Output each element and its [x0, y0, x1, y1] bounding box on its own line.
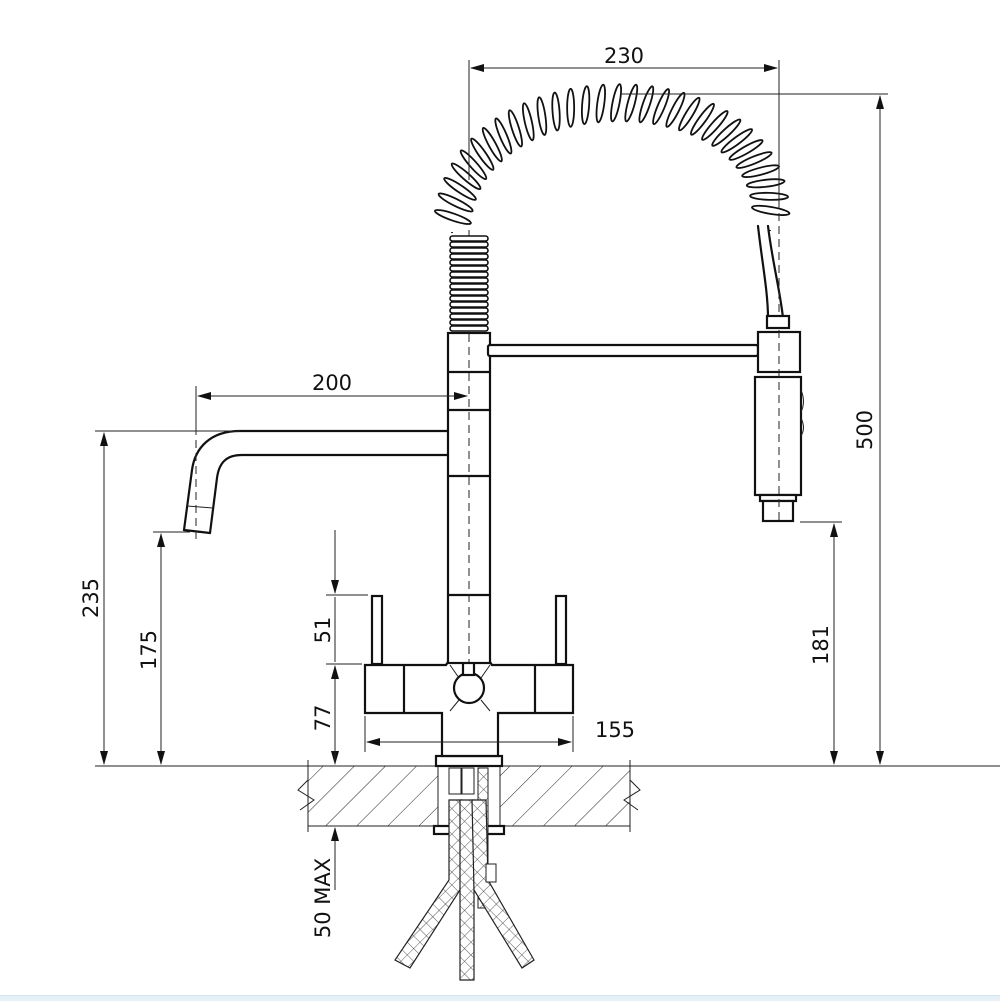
dim-label-500: 500 — [853, 410, 877, 450]
dimension-filter-reach: 200 — [195, 371, 468, 430]
dim-label-235: 235 — [79, 578, 103, 618]
worktop-section — [95, 760, 1000, 832]
dim-label-175: 175 — [137, 630, 161, 670]
dim-label-200: 200 — [312, 371, 352, 395]
dimension-filter-spout-height: 235 — [79, 430, 240, 765]
dim-label-51: 51 — [311, 617, 335, 644]
dim-label-77: 77 — [311, 705, 335, 732]
center-hub — [452, 671, 486, 705]
dim-label-181: 181 — [809, 625, 833, 665]
page-bottom-edge — [0, 995, 1000, 1001]
spring-base — [449, 235, 489, 332]
right-lever — [554, 594, 568, 666]
dimension-filter-outlet-height: 175 — [137, 531, 190, 765]
dimension-overall-height: 500 — [620, 93, 888, 765]
dimension-spring-reach: 230 — [468, 44, 780, 200]
left-lever — [370, 594, 384, 666]
spray-head — [753, 375, 803, 497]
dim-label-230: 230 — [604, 44, 644, 68]
tap-column — [446, 230, 492, 665]
dimension-body-width: 155 — [364, 716, 635, 752]
filter-water-spout — [182, 388, 450, 540]
dimension-spray-height: 181 — [800, 521, 842, 765]
braided-hoses — [394, 799, 535, 981]
dimension-lever-height: 51 — [311, 530, 368, 665]
pull-down-spring — [433, 83, 791, 520]
dim-label-155: 155 — [595, 718, 635, 742]
dimension-body-height: 77 — [311, 665, 339, 765]
dimension-max-worktop: 50 MAX — [311, 740, 438, 938]
spray-head-assembly — [486, 314, 804, 523]
dim-label-50-max: 50 MAX — [311, 858, 335, 938]
